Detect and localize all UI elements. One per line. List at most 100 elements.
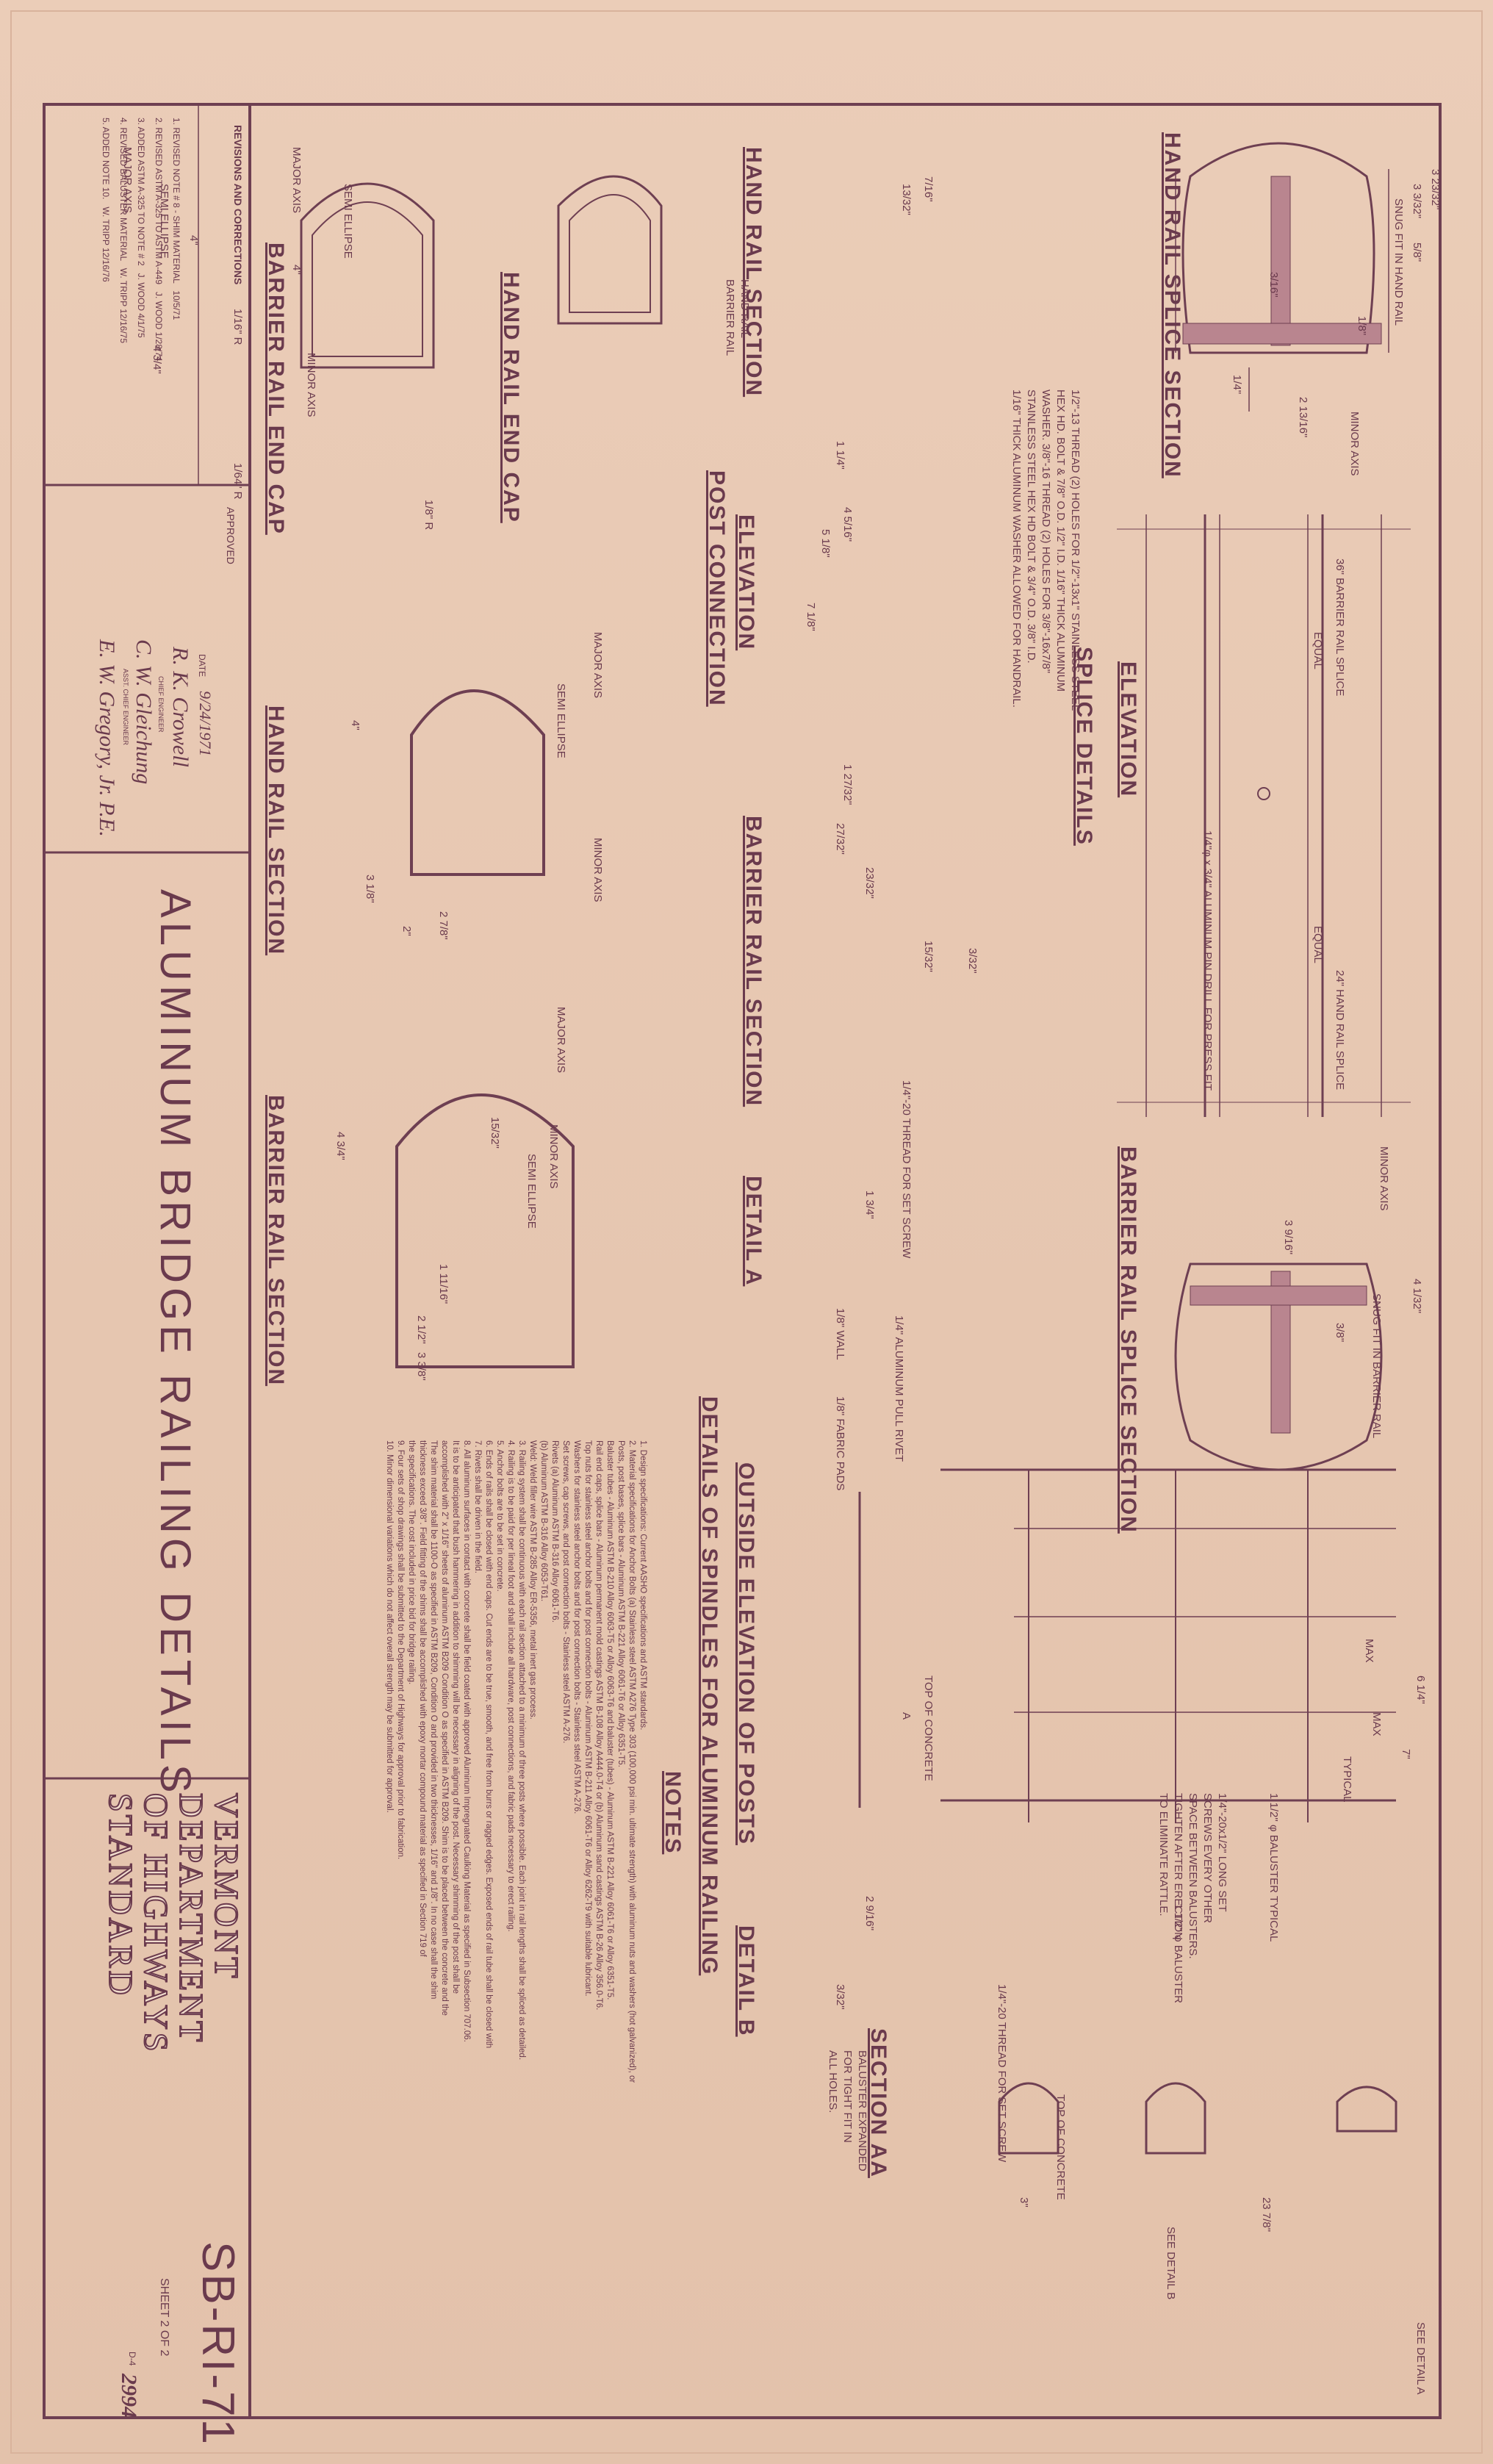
notes-block: 1. Design specifications: Current AASHO … xyxy=(384,1440,648,2410)
note-line: thickness exceed 3/8". Field fitting of … xyxy=(418,1440,427,1957)
note-line: Washers for stainless steel anchor bolts… xyxy=(572,1440,581,1814)
revision-item: 1. REVISED NOTE # 8 - SHIM MATERIAL 10/5… xyxy=(171,118,181,320)
dim-3-3-8: 3 3/8" xyxy=(415,1352,428,1381)
bolt-note-line-5: 1/16" THICK ALUMINUM WASHER ALLOWED FOR … xyxy=(1010,389,1023,708)
label-minor-axis-1: MINOR AXIS xyxy=(1348,412,1361,476)
label-set-screw: 1/4"-20 THREAD FOR SET SCREW xyxy=(900,1080,913,1259)
dim-4-a: 4" xyxy=(187,235,200,245)
title-elevation-top: ELEVATION xyxy=(1116,661,1140,798)
title-notes: NOTES xyxy=(661,1771,685,1855)
sheet-of: SHEET 2 OF 2 xyxy=(158,2278,170,2357)
dim-3-8-a: 3/8" xyxy=(1334,1323,1346,1343)
note-line: 5. Anchor bolts are to be set in concret… xyxy=(495,1440,504,1592)
note-line: Set screws, cap screws, and post connect… xyxy=(561,1440,570,1744)
dim-1-1-4-a: 1 1/4" xyxy=(834,441,846,470)
note-line: 3. Railing system shall be continuous wi… xyxy=(517,1440,526,2061)
dim-5-8-a: 5/8" xyxy=(1411,243,1423,262)
note-line: 10. Minor dimensional variations which d… xyxy=(385,1440,394,1813)
dim-1-8-a: 1/8" xyxy=(1356,316,1368,336)
dim-4-b: 4" xyxy=(290,265,303,275)
label-max-1: MAX xyxy=(1363,1639,1375,1663)
title-outside-elevation: OUTSIDE ELEVATION OF POSTS xyxy=(734,1462,758,1845)
label-minor-axis-2: MINOR AXIS xyxy=(1378,1146,1390,1211)
dim-3: 3" xyxy=(1018,2197,1030,2208)
title-detail-b: DETAIL B xyxy=(734,1925,758,2037)
title-barrier-rail-section-small: BARRIER RAIL SECTION xyxy=(741,816,766,1107)
dim-27-32: 27/32" xyxy=(834,823,846,855)
title-detail-a: DETAIL A xyxy=(741,1176,766,1287)
hand-rail-section-large-drawing xyxy=(410,689,545,876)
barrier-rail-section-large-drawing xyxy=(395,1093,575,1368)
dim-23-7-8: 23 7/8" xyxy=(1260,2197,1273,2233)
note-line: Top nuts for stainless steel anchor bolt… xyxy=(583,1440,592,1997)
title-post-connection: POST CONNECTION xyxy=(705,470,729,707)
note-line: It is to be anticipated that bush hammer… xyxy=(451,1440,460,1994)
label-max-2: MAX xyxy=(1370,1712,1383,1736)
dim-4-5-16: 4 5/16" xyxy=(841,507,854,542)
label-baluster-expanded-3: ALL HOLES. xyxy=(827,2050,839,2113)
dim-1-8r: 1/8" R xyxy=(422,500,435,531)
dim-2-13-16: 2 13/16" xyxy=(1297,397,1309,438)
agency-block: VERMONT DEPARTMENT OF HIGHWAYS STANDARD xyxy=(101,1792,246,2205)
asst-engineer-signature: C. W. Gleichung xyxy=(132,639,156,785)
note-line: Weld: Weld filler wire ASTM B-285 Alloy … xyxy=(528,1440,537,1720)
dim-1-64r: 1/64" R xyxy=(231,463,244,500)
label-baluster-typical: 1 1/2" φ BALUSTER TYPICAL xyxy=(1267,1793,1280,1942)
note-line: 9. Four sets of shop drawings shall be s… xyxy=(396,1440,405,1860)
bolt-note-line-3: WASHER. 3/8"-16 THREAD (2) HOLES FOR 3/8… xyxy=(1040,389,1052,674)
note-line: The shim material shall be 1100-O as spe… xyxy=(429,1440,438,2000)
dim-2-9-16: 2 9/16" xyxy=(863,1896,876,1931)
title-details-of-spindles: DETAILS OF SPINDLES FOR ALUMINUM RAILING xyxy=(697,1396,722,1976)
set-screw-note-5: TO ELIMINATE RATTLE. xyxy=(1157,1793,1170,1917)
dim-15-32: 15/32" xyxy=(922,941,935,972)
revisions-header: REVISIONS AND CORRECTIONS xyxy=(232,125,244,285)
label-aluminum-pull-rivet: 1/4" ALUMINUM PULL RIVET xyxy=(893,1315,905,1462)
dim-7: 7" xyxy=(1400,1749,1412,1759)
dim-6-1-4: 6 1/4" xyxy=(1414,1675,1427,1704)
dim-1-16r-a: 1/16" R xyxy=(231,309,244,345)
dim-13-32: 13/32" xyxy=(900,184,913,215)
file-number: 2994 xyxy=(117,2374,141,2418)
label-equal-1: EQUAL xyxy=(1312,632,1324,669)
agency-line-3: OF HIGHWAYS xyxy=(137,1792,176,2055)
label-baluster: 1 1/2" φ BALUSTER xyxy=(1172,1903,1184,2003)
note-line: Posts, post bases, splice bars - Aluminu… xyxy=(616,1440,625,1767)
title-hand-rail-splice-section: HAND RAIL SPLICE SECTION xyxy=(1160,132,1184,478)
dim-4-c: 4" xyxy=(349,720,361,730)
note-line: Baluster tubes - Aluminum ASTM B-210 All… xyxy=(605,1440,614,2000)
paper-edge xyxy=(10,10,1483,2454)
dim-2-1-2: 2 1/2" xyxy=(415,1315,428,1344)
label-hand-splice-24: 24" HAND RAIL SPLICE xyxy=(1334,970,1346,1091)
file-prefix: D-4 xyxy=(127,2352,137,2366)
dim-7-16-a: 7/16" xyxy=(922,176,935,202)
label-semi-ellipse-3: SEMI ELLIPSE xyxy=(555,683,567,758)
label-typical: TYPICAL xyxy=(1341,1756,1353,1803)
note-line: 7. Rivets shall be driven in the field. xyxy=(473,1440,482,1573)
label-thread-set-screw: 1/4"-20 THREAD FOR SET SCREW xyxy=(996,1984,1008,2163)
label-major-axis-3: MAJOR AXIS xyxy=(591,632,604,699)
label-top-of-concrete-1: TOP OF CONCRETE xyxy=(922,1675,935,1781)
note-line: accomplished with 2" x 1/16" sheets of a… xyxy=(440,1440,449,2016)
dim-1-3-4: 1 3/4" xyxy=(863,1190,876,1219)
label-snug-fit-barrier-rail: SNUG FIT IN BARRIER RAIL xyxy=(1370,1293,1383,1439)
title-barrier-rail-splice-section: BARRIER RAIL SPLICE SECTION xyxy=(1116,1146,1140,1534)
approval-date: 9/24/1971 xyxy=(196,691,215,757)
dim-5-1-8: 5 1/8" xyxy=(819,529,832,558)
hand-rail-splice-section-drawing xyxy=(1175,142,1389,412)
label-snug-fit-hand-rail: SNUG FIT IN HAND RAIL xyxy=(1392,198,1405,326)
label-see-detail-b: SEE DETAIL B xyxy=(1165,2227,1177,2300)
label-hand-rail: HAND RAIL xyxy=(738,279,751,339)
label-major-axis-2: MAJOR AXIS xyxy=(290,147,303,214)
dim-3-3-32: 3 3/32" xyxy=(1411,184,1423,219)
dim-3-9-16: 3 9/16" xyxy=(1282,1220,1295,1255)
dim-3-23-32: 3 23/32" xyxy=(1429,169,1442,210)
label-a-mark: A xyxy=(900,1712,913,1720)
label-barrier-rail: BARRIER RAIL xyxy=(724,279,736,356)
revision-item: 3. ADDED ASTM A-325 TO NOTE # 2 J. WOOD … xyxy=(136,118,146,338)
barrier-rail-end-cap-drawing xyxy=(300,182,435,369)
label-semi-ellipse-4: SEMI ELLIPSE xyxy=(525,1154,538,1229)
label-wall: 1/8" WALL xyxy=(834,1308,846,1360)
